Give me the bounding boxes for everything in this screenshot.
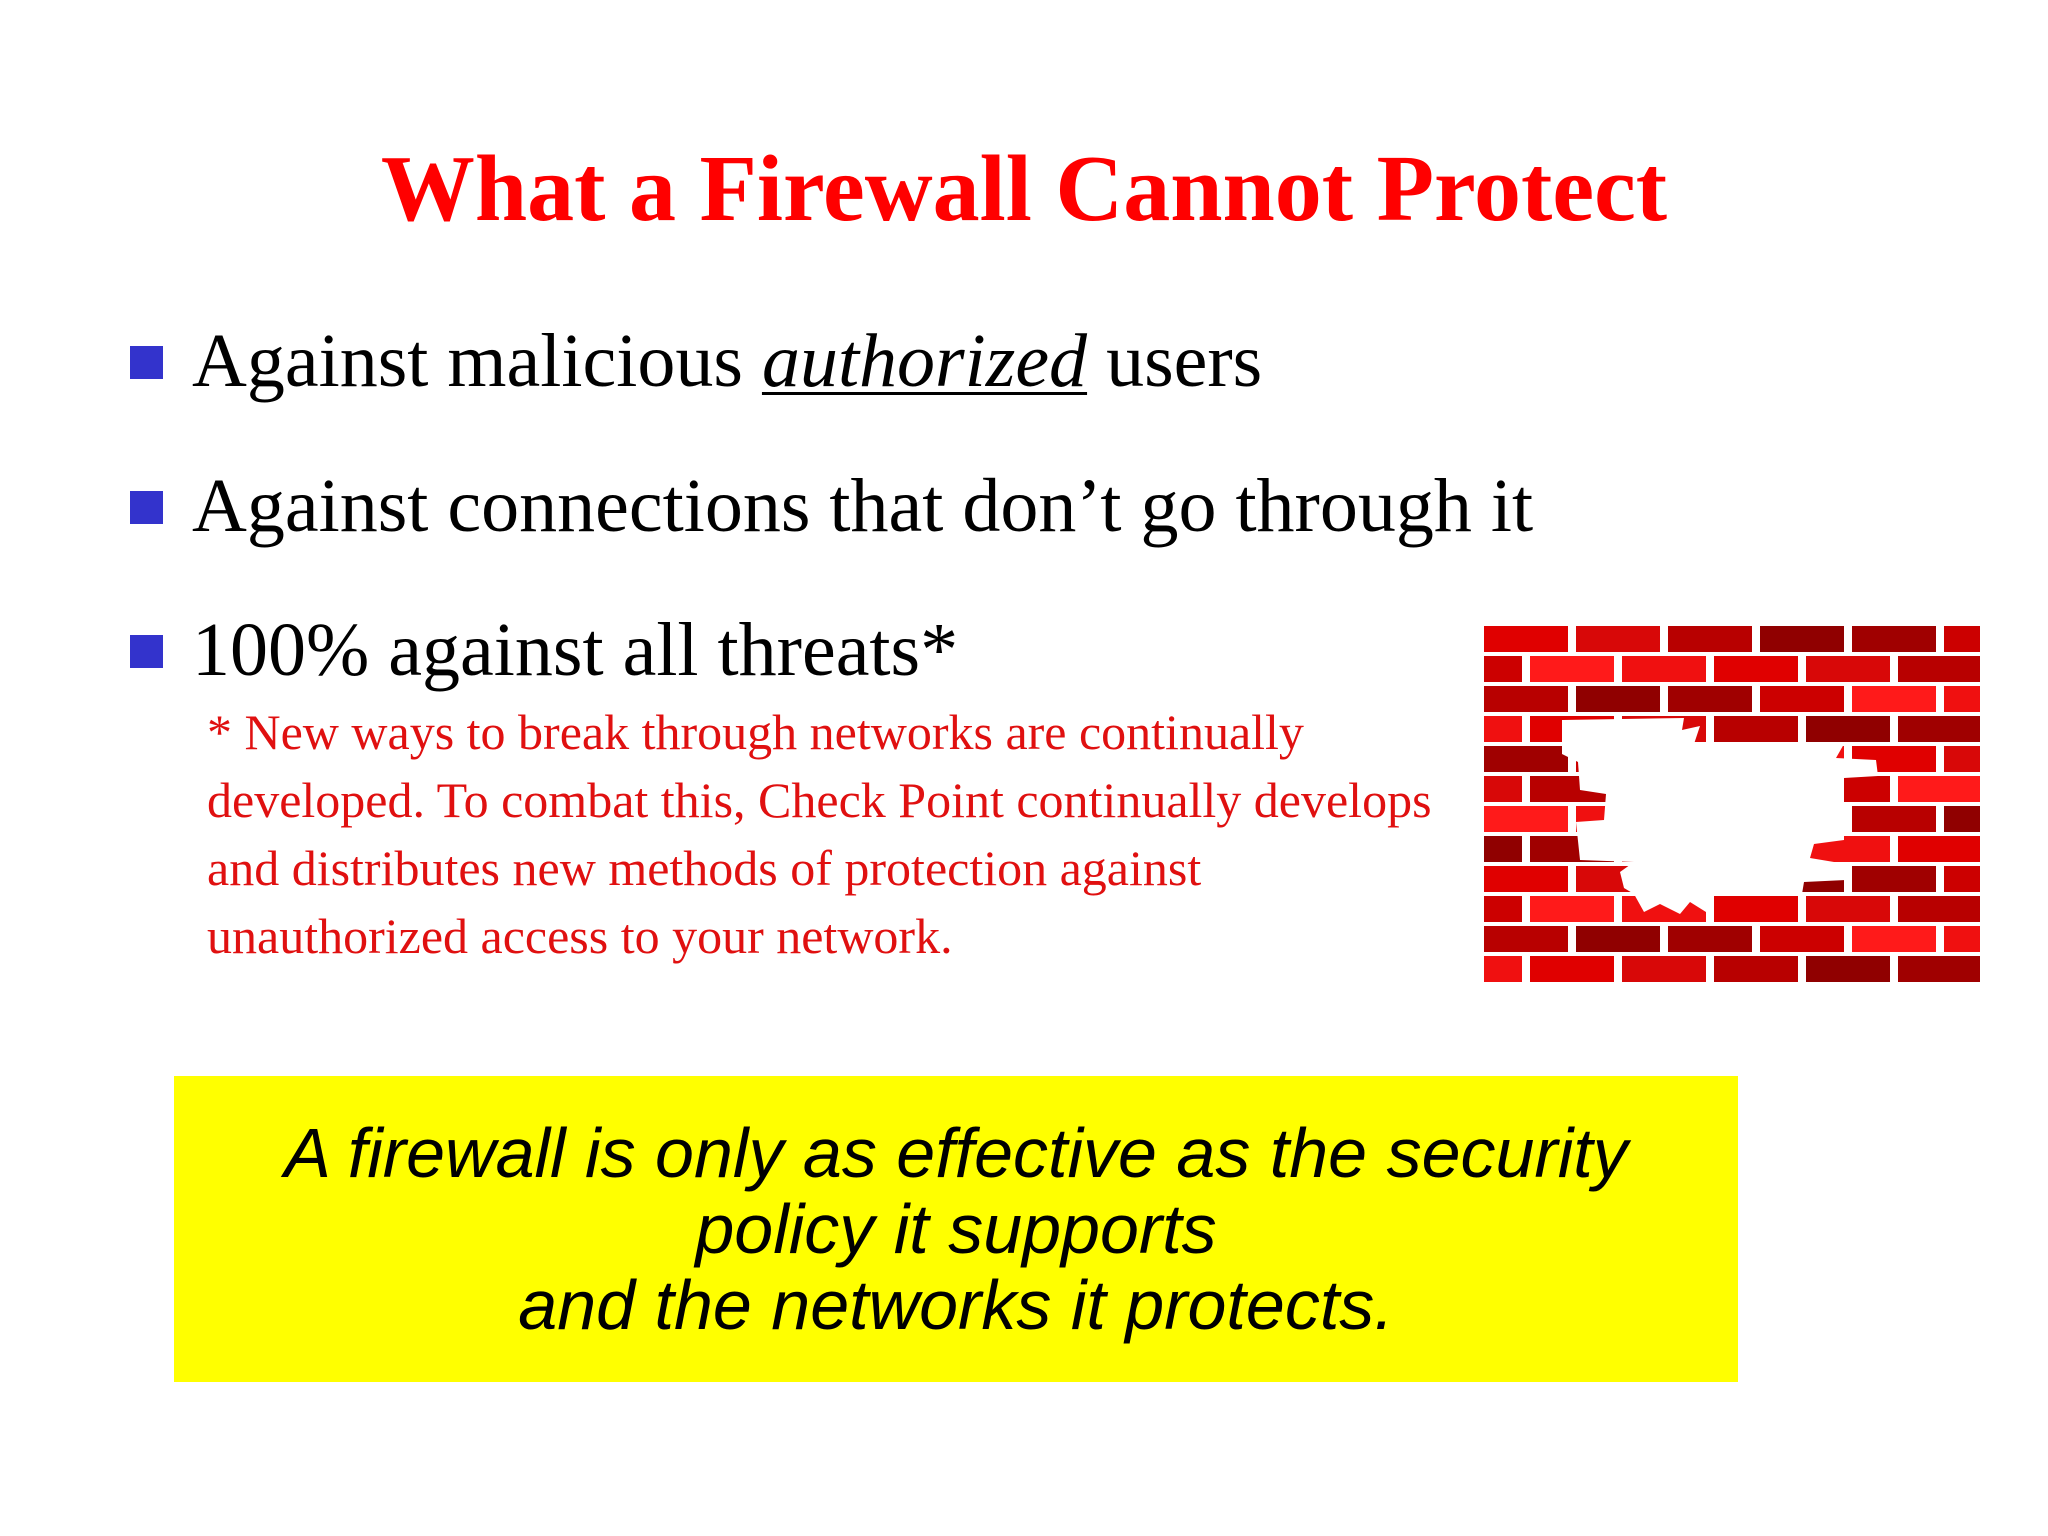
brick bbox=[1530, 656, 1614, 682]
key-message-line-1: A firewall is only as effective as the s… bbox=[284, 1114, 1628, 1192]
bullet-text: Against malicious authorized users bbox=[192, 315, 1262, 407]
brick bbox=[1576, 926, 1660, 952]
bullet-text: Against connections that don’t go throug… bbox=[192, 464, 1534, 548]
brick bbox=[1760, 686, 1844, 712]
brick bbox=[1576, 626, 1660, 652]
brick bbox=[1622, 956, 1706, 982]
brick bbox=[1668, 686, 1752, 712]
brick bbox=[1806, 896, 1890, 922]
brick bbox=[1714, 656, 1798, 682]
brick bbox=[1806, 656, 1890, 682]
brick bbox=[1852, 686, 1936, 712]
brick bbox=[1714, 896, 1798, 922]
footnote: * New ways to break through networks are… bbox=[207, 704, 1432, 964]
bullet-text-suffix: users bbox=[1087, 319, 1263, 403]
brick bbox=[1484, 836, 1522, 862]
brick bbox=[1944, 926, 1980, 952]
brick bbox=[1898, 956, 1980, 982]
bullet-text-prefix: Against malicious bbox=[192, 319, 762, 403]
brick bbox=[1484, 626, 1568, 652]
wall-hole bbox=[1562, 718, 1878, 914]
brick bbox=[1760, 626, 1844, 652]
slide-title: What a Firewall Cannot Protect bbox=[380, 137, 1668, 241]
brick bbox=[1484, 656, 1522, 682]
brick bbox=[1668, 626, 1752, 652]
bullet-item-connections: Against connections that don’t go throug… bbox=[130, 460, 1533, 552]
bullet-text-emphasis: authorized bbox=[761, 319, 1088, 403]
brick bbox=[1668, 926, 1752, 952]
brick bbox=[1484, 806, 1568, 832]
brick bbox=[1714, 716, 1798, 742]
brick bbox=[1484, 926, 1568, 952]
brick bbox=[1760, 926, 1844, 952]
brick bbox=[1530, 956, 1614, 982]
brick bbox=[1576, 686, 1660, 712]
square-bullet-icon bbox=[130, 491, 163, 524]
brick bbox=[1806, 716, 1890, 742]
brick bbox=[1898, 716, 1980, 742]
broken-brick-wall-icon bbox=[1484, 626, 1980, 982]
brick bbox=[1484, 956, 1522, 982]
square-bullet-icon bbox=[130, 346, 163, 379]
brick bbox=[1484, 746, 1568, 772]
brick bbox=[1852, 626, 1936, 652]
brick bbox=[1898, 896, 1980, 922]
key-message-line-2: policy it supports bbox=[695, 1190, 1217, 1268]
brick bbox=[1484, 776, 1522, 802]
brick bbox=[1484, 716, 1522, 742]
brick bbox=[1806, 956, 1890, 982]
brick bbox=[1944, 686, 1980, 712]
key-message-line-3: and the networks it protects. bbox=[518, 1266, 1394, 1344]
brick bbox=[1714, 956, 1798, 982]
brick bbox=[1944, 626, 1980, 652]
brick bbox=[1852, 866, 1936, 892]
brick bbox=[1484, 866, 1568, 892]
bullet-item-authorized-users: Against malicious authorized users bbox=[130, 315, 1262, 407]
brick bbox=[1852, 926, 1936, 952]
square-bullet-icon bbox=[130, 635, 163, 668]
brick bbox=[1484, 686, 1568, 712]
brick bbox=[1944, 866, 1980, 892]
bullet-item-all-threats: 100% against all threats* bbox=[130, 604, 958, 696]
brick bbox=[1898, 656, 1980, 682]
brick bbox=[1898, 836, 1980, 862]
key-message-box: A firewall is only as effective as the s… bbox=[174, 1076, 1738, 1382]
brick bbox=[1530, 896, 1614, 922]
brick bbox=[1944, 806, 1980, 832]
brick bbox=[1484, 896, 1522, 922]
brick bbox=[1944, 746, 1980, 772]
brick bbox=[1852, 806, 1936, 832]
bullet-text: 100% against all threats* bbox=[192, 608, 959, 692]
brick bbox=[1622, 656, 1706, 682]
brick bbox=[1898, 776, 1980, 802]
